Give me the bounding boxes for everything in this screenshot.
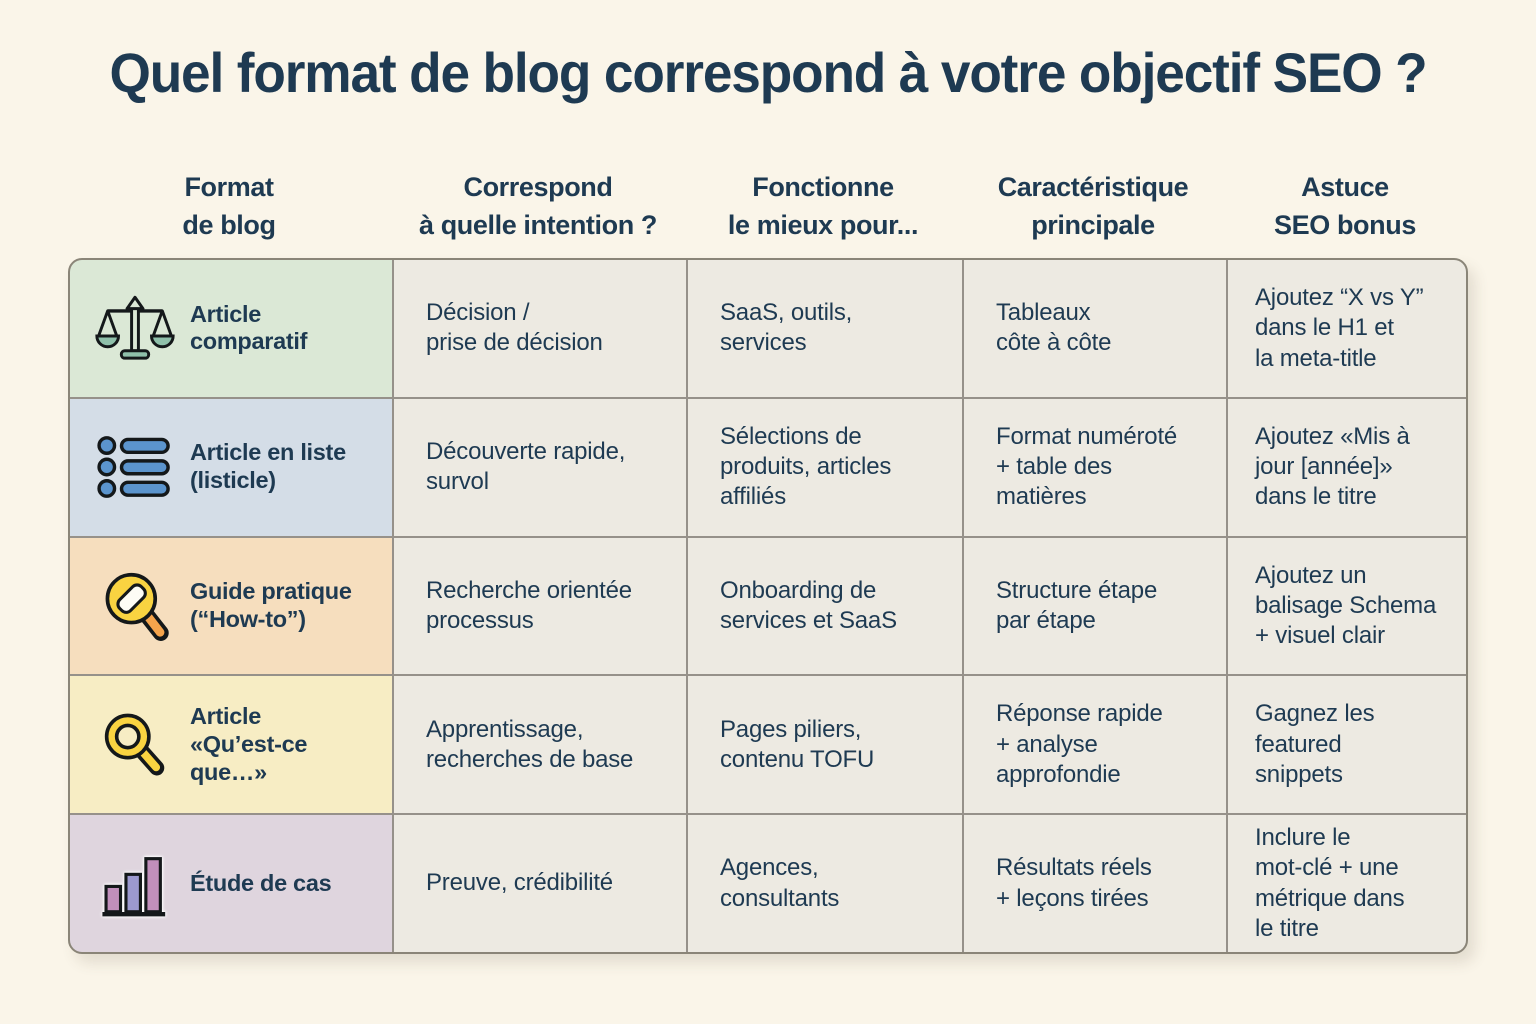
key-feature-cell: Réponse rapide + analyse approfondie [964,676,1226,814]
seo-tip-cell: Inclure le mot-clé + une métrique dans l… [1228,815,1466,952]
key-feature-cell: Résultats réels + leçons tirées [964,815,1226,952]
blog-format-table: Article comparatif Décision / prise de d… [68,258,1468,954]
bar-chart-icon [92,849,178,919]
best-for-cell: Pages piliers, contenu TOFU [688,676,962,814]
seo-tip-cell: Gagnez les featured snippets [1228,676,1466,814]
seo-tip-cell: Ajoutez un balisage Schema + visuel clai… [1228,537,1466,675]
seo-tip-cell: Ajoutez “X vs Y” dans le H1 et la meta-t… [1228,260,1466,397]
howto-magnifier-icon [92,568,178,644]
best-for-cell: Agences, consultants [688,815,962,952]
intention-cell: Preuve, crédibilité [394,815,686,952]
format-label: Article «Qu’est-ce que…» [190,703,308,785]
balance-scale-icon [92,295,178,361]
format-label: Article en liste (listicle) [190,439,346,494]
bullet-list-icon [92,436,178,499]
format-cell-article-quest-ce-que: Article «Qu’est-ce que…» [70,676,392,814]
table-header-row: Format de blog Correspond à quelle inten… [68,160,1468,252]
header-format: Format de blog [182,171,276,240]
header-intention: Correspond à quelle intention ? [418,171,657,240]
intention-cell: Recherche orientée processus [394,537,686,675]
intention-cell: Découverte rapide, survol [394,398,686,536]
key-feature-cell: Structure étape par étape [964,537,1226,675]
key-feature-cell: Format numéroté + table des matières [964,398,1226,536]
best-for-cell: Sélections de produits, articles affilié… [688,398,962,536]
page-title: Quel format de blog correspond à votre o… [109,41,1427,104]
key-feature-cell: Tableaux côte à côte [964,260,1226,397]
header-key-feature: Caractéristique principale [997,171,1189,240]
format-label: Article comparatif [190,300,308,355]
format-label: Guide pratique (“How-to”) [190,578,352,632]
header-seo-tip: Astuce SEO bonus [1274,171,1416,240]
header-best-for: Fonctionne le mieux pour... [727,171,919,240]
search-magnifier-icon [92,710,178,780]
best-for-cell: Onboarding de services et SaaS [688,537,962,675]
seo-tip-cell: Ajoutez «Mis à jour [année]» dans le tit… [1228,398,1466,536]
format-label: Étude de cas [190,869,332,896]
format-cell-article-en-liste: Article en liste (listicle) [70,398,392,536]
format-cell-article-comparatif: Article comparatif [70,260,392,397]
format-cell-guide-pratique: Guide pratique (“How-to”) [70,537,392,675]
intention-cell: Décision / prise de décision [394,260,686,397]
intention-cell: Apprentissage, recherches de base [394,676,686,814]
best-for-cell: SaaS, outils, services [688,260,962,397]
format-cell-etude-de-cas: Étude de cas [70,815,392,952]
